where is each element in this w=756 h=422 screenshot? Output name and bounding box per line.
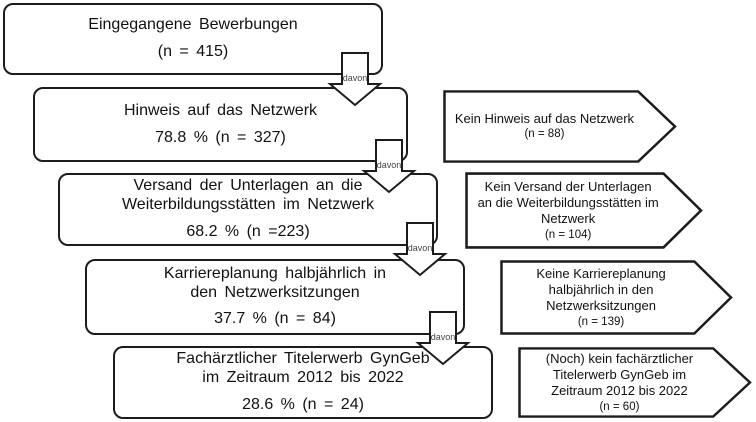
exclusion-text: Kein Hinweis auf das Netzwerk (n = 88) xyxy=(445,90,644,163)
exclusion-line: Kein Versand der Unterlagen xyxy=(484,178,652,194)
davon-label: davon xyxy=(408,243,433,253)
exclusion-line: Titelerwerb GynGeb im xyxy=(552,367,687,383)
exclusion-line: Netzwerk xyxy=(541,211,596,227)
exclusion-text: Kein Versand der Unterlagen an die Weite… xyxy=(467,172,669,249)
stage-title-line: Hinweis auf das Netzwerk xyxy=(123,101,318,119)
exclusion-line: an die Weiterbildungsstätten im xyxy=(477,195,659,211)
exclusion-n: (n = 139) xyxy=(577,315,625,328)
exclusion-line: Kein Hinweis auf das Netzwerk xyxy=(454,111,635,127)
stage-title-line: im Zeitraum 2012 bis 2022 xyxy=(202,369,404,387)
exclusion-line: Zeitraum 2012 bis 2022 xyxy=(551,383,688,399)
stage-title-line: Karriereplanung halbjährlich in xyxy=(163,264,387,282)
stage-box-titelerwerb: Fachärztlicher Titelerwerb GynGeb im Zei… xyxy=(113,346,493,419)
right-arrow-shape-icon xyxy=(500,260,733,335)
right-arrow-shape-icon xyxy=(443,90,677,163)
exclusion-line: Keine Karriereplanung xyxy=(536,265,666,281)
exclusion-n: (n = 88) xyxy=(524,128,565,141)
exclusion-line: halbjährlich in den xyxy=(548,282,654,298)
exclusion-arrow-kein-versand: Kein Versand der Unterlagen an die Weite… xyxy=(465,172,703,249)
stage-box-versand-unterlagen: Versand der Unterlagen an die Weiterbild… xyxy=(58,173,438,246)
davon-down-arrow-icon: davon xyxy=(361,139,417,194)
stage-box-karriereplanung: Karriereplanung halbjährlich in den Netz… xyxy=(85,259,465,335)
exclusion-arrow-kein-hinweis: Kein Hinweis auf das Netzwerk (n = 88) xyxy=(443,90,677,163)
davon-label: davon xyxy=(377,160,402,170)
stage-title-line: Fachärztlicher Titelerwerb GynGeb xyxy=(176,350,430,368)
stage-stat: 37.7 % (n = 84) xyxy=(214,310,336,328)
stage-title: Eingegangene Bewerbungen xyxy=(88,16,297,35)
exclusion-arrow-kein-titelerwerb: (Noch) kein fachärztlicher Titelerwerb G… xyxy=(518,347,752,418)
right-arrow-shape-icon xyxy=(465,172,703,249)
stage-title: Versand der Unterlagen an die Weiterbild… xyxy=(122,177,374,215)
davon-down-arrow-icon: davon xyxy=(327,52,383,107)
right-arrow-shape-icon xyxy=(518,347,752,418)
stage-stat: 78.8 % (n = 327) xyxy=(155,128,286,146)
exclusion-line: Netzwerksitzungen xyxy=(546,298,656,314)
davon-down-arrow-icon: davon xyxy=(392,222,448,277)
stage-box-hinweis-netzwerk: Hinweis auf das Netzwerk 78.8 % (n = 327… xyxy=(33,87,408,162)
stage-title-line: Weiterbildungsstätten im Netzwerk xyxy=(121,196,375,214)
stage-title-line: den Netzwerksitzungen xyxy=(190,283,360,301)
exclusion-line: (Noch) kein fachärztlicher xyxy=(545,350,694,366)
exclusion-arrow-keine-karriereplanung: Keine Karriereplanung halbjährlich in de… xyxy=(500,260,733,335)
stage-box-eingegangene-bewerbungen: Eingegangene Bewerbungen (n = 415) xyxy=(3,3,383,75)
stage-title: Fachärztlicher Titelerwerb GynGeb im Zei… xyxy=(176,350,429,388)
exclusion-n: (n = 104) xyxy=(544,228,592,241)
davon-label: davon xyxy=(343,73,368,83)
stage-title-line: Versand der Unterlagen an die xyxy=(133,177,363,195)
davon-label: davon xyxy=(431,332,456,342)
davon-down-arrow-icon: davon xyxy=(415,311,471,366)
exclusion-text: Keine Karriereplanung halbjährlich in de… xyxy=(502,260,700,335)
stage-stat: 68.2 % (n =223) xyxy=(186,222,310,240)
exclusion-text: (Noch) kein fachärztlicher Titelerwerb G… xyxy=(520,347,719,418)
stage-title: Hinweis auf das Netzwerk xyxy=(124,102,317,121)
stage-title: Karriereplanung halbjährlich in den Netz… xyxy=(164,265,386,303)
exclusion-n: (n = 60) xyxy=(599,400,640,413)
stage-title-line: Eingegangene Bewerbungen xyxy=(88,16,298,34)
stage-stat: 28.6 % (n = 24) xyxy=(242,395,364,413)
stage-stat: (n = 415) xyxy=(157,43,229,60)
